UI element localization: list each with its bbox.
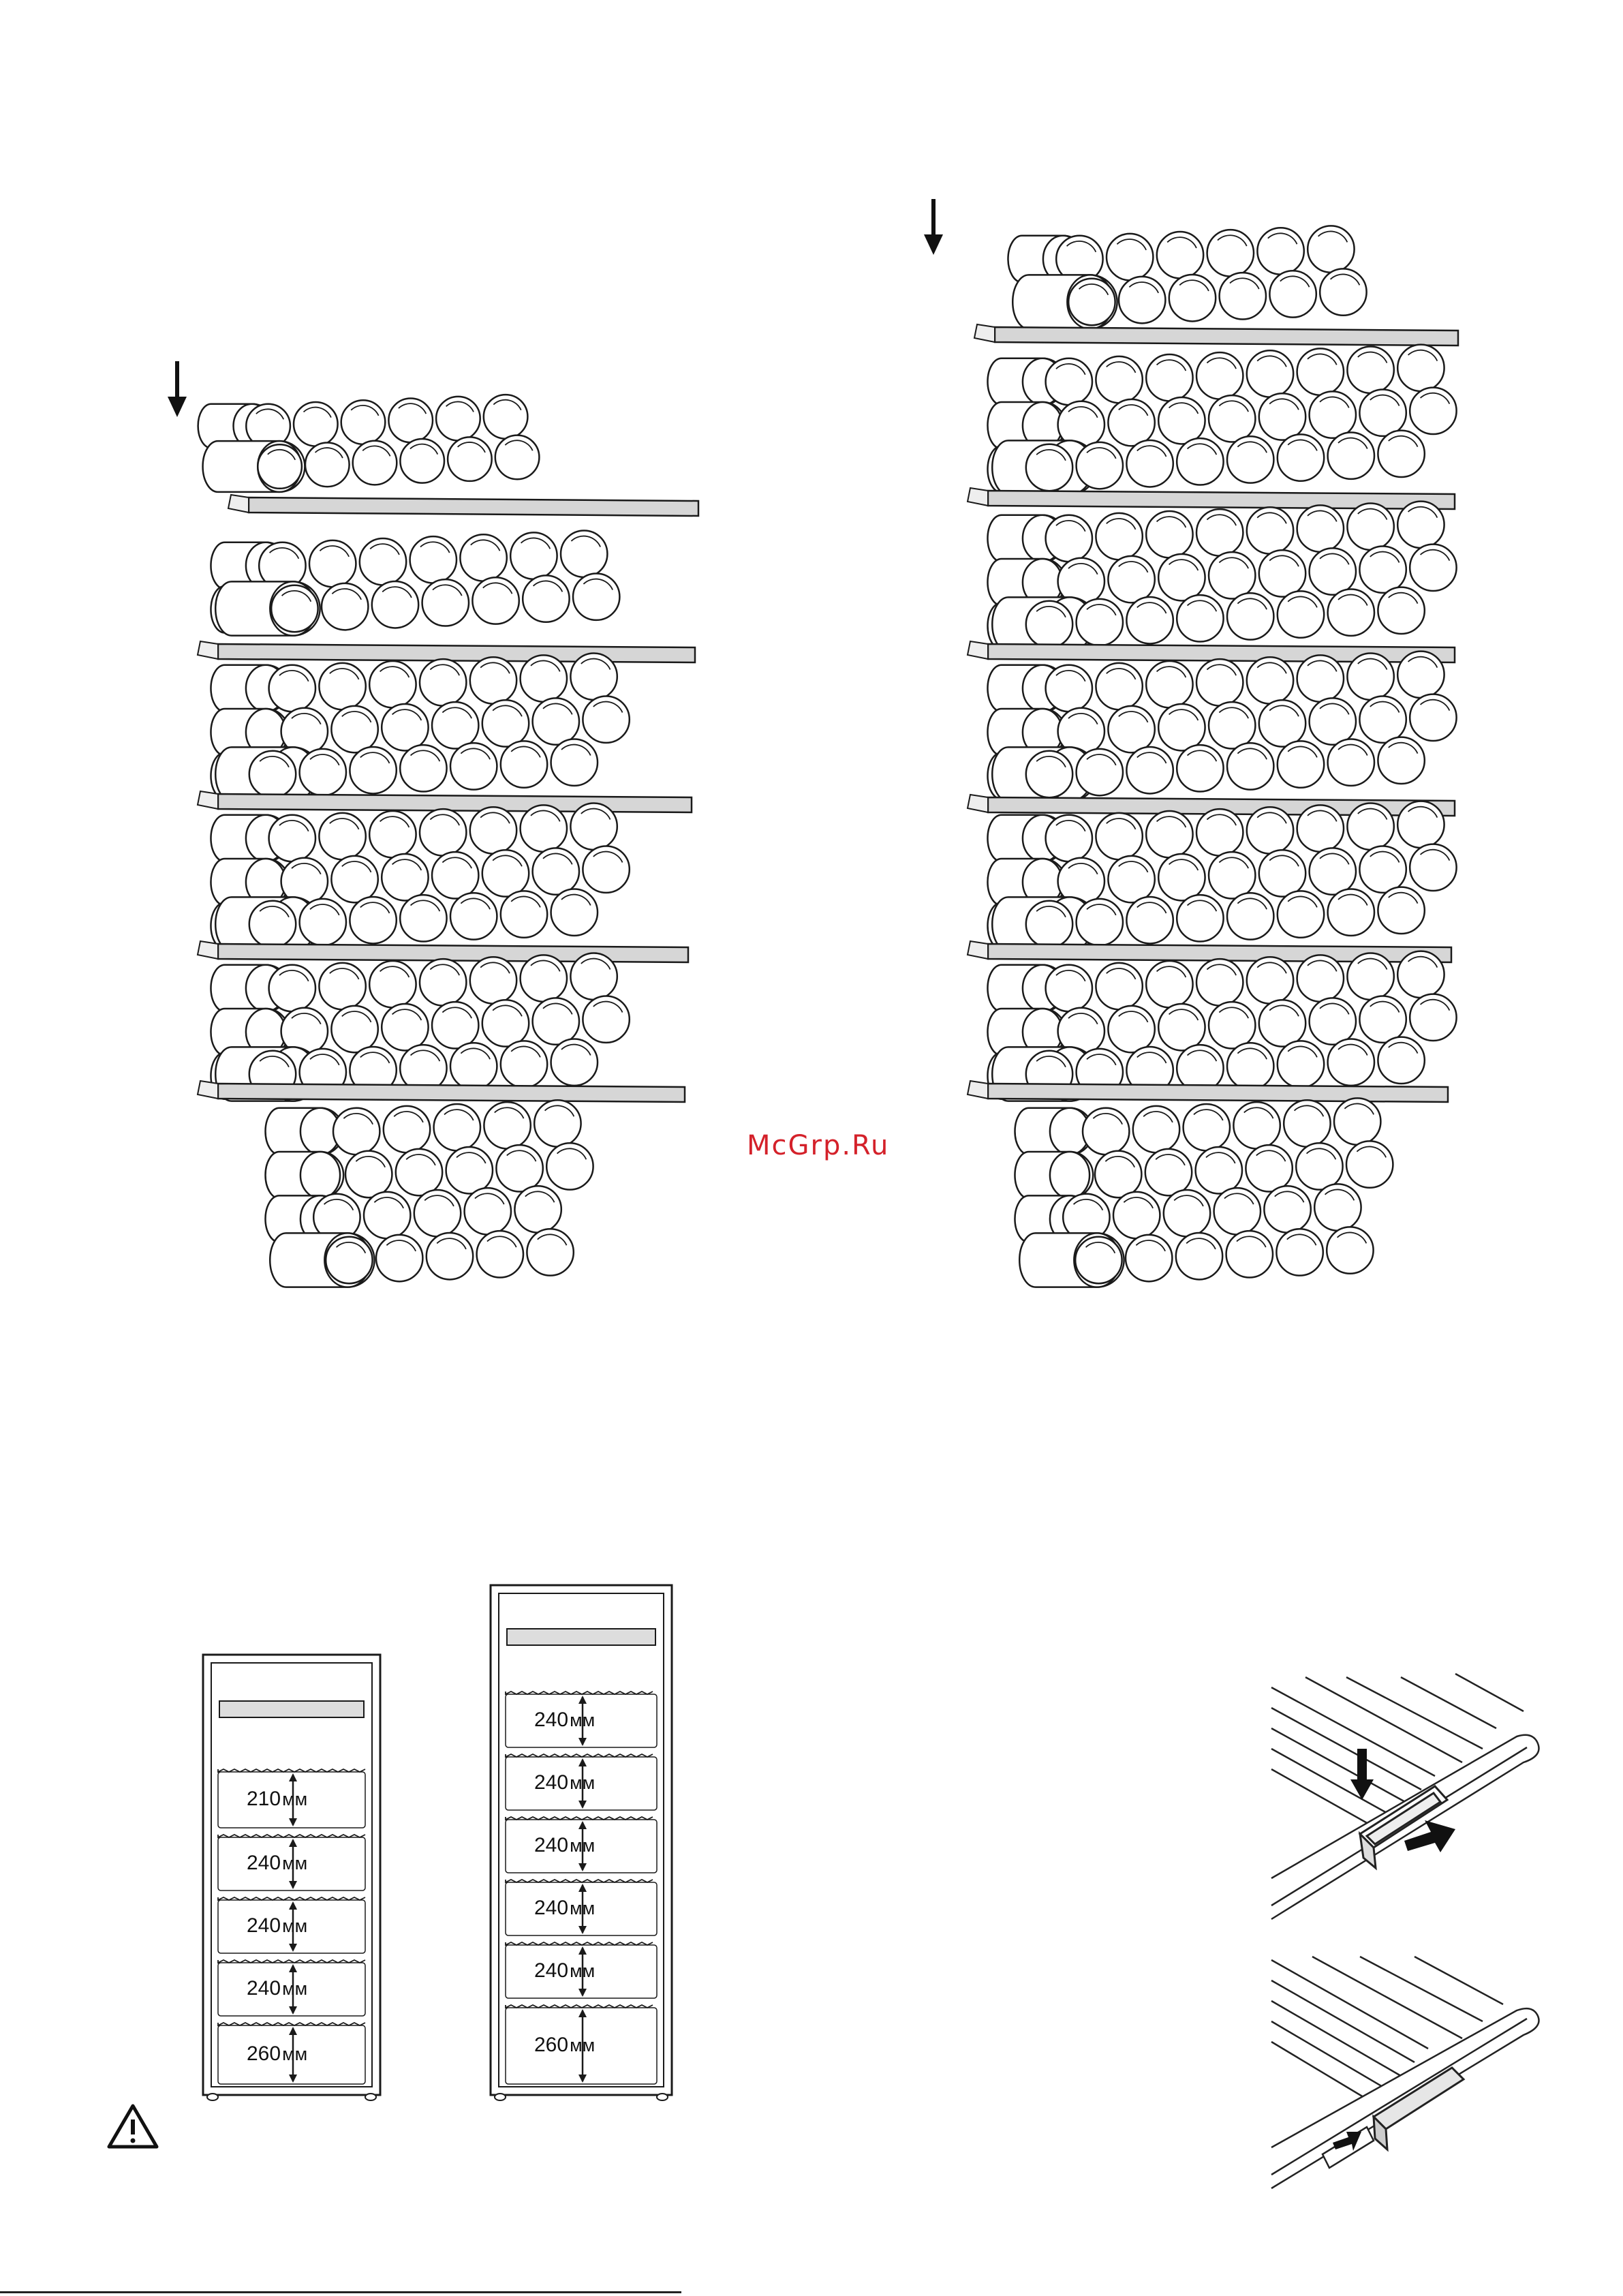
compartment-height-unit: мм	[570, 1773, 595, 1793]
compartment-height-label: 240мм	[534, 1709, 595, 1732]
shelf-clip-detail-slide	[1265, 1953, 1551, 2192]
warning-triangle-icon	[106, 2103, 159, 2149]
compartment-height-label: 260мм	[534, 2034, 595, 2057]
page-bottom-rule	[0, 2291, 681, 2293]
bottle-stack-illustration-left	[198, 395, 722, 1349]
compartment-height-unit: мм	[570, 1710, 595, 1730]
compartment-height-unit: мм	[570, 2035, 595, 2055]
compartment-height-unit: мм	[282, 1789, 307, 1809]
compartment-height-unit: мм	[282, 1978, 307, 1999]
watermark: McGrp.Ru	[747, 1130, 889, 1161]
compartment-height-unit: мм	[282, 1916, 307, 1936]
bottle-stack-illustration-right	[961, 218, 1485, 1343]
compartment-height-unit: мм	[570, 1961, 595, 1981]
compartment-height-unit: мм	[570, 1898, 595, 1918]
compartment-height-value: 240	[247, 1852, 281, 1874]
down-arrow-icon	[920, 199, 947, 257]
compartment-height-value: 240	[534, 1959, 568, 1982]
compartment-height-value: 240	[534, 1709, 568, 1731]
compartment-height-label: 240мм	[247, 1852, 307, 1875]
cabinet-diagram-small	[202, 1653, 382, 2103]
compartment-height-label: 240мм	[247, 1977, 307, 2000]
compartment-height-label: 260мм	[247, 2042, 307, 2066]
compartment-height-label: 240мм	[247, 1914, 307, 1938]
compartment-height-value: 260	[534, 2034, 568, 2056]
compartment-height-unit: мм	[282, 2044, 307, 2064]
compartment-height-label: 240мм	[534, 1834, 595, 1857]
compartment-height-value: 240	[247, 1914, 281, 1937]
compartment-height-value: 210	[247, 1788, 281, 1810]
shelf-clip-detail-attach	[1265, 1674, 1551, 1926]
compartment-height-value: 240	[534, 1834, 568, 1856]
compartment-height-value: 260	[247, 2042, 281, 2065]
compartment-height-unit: мм	[282, 1853, 307, 1873]
compartment-height-label: 240мм	[534, 1771, 595, 1794]
compartment-height-value: 240	[534, 1771, 568, 1794]
compartment-height-label: 210мм	[247, 1788, 307, 1811]
compartment-height-value: 240	[247, 1977, 281, 2000]
compartment-height-label: 240мм	[534, 1959, 595, 1983]
down-arrow-icon	[164, 361, 191, 419]
compartment-height-unit: мм	[570, 1835, 595, 1856]
compartment-height-value: 240	[534, 1897, 568, 1919]
compartment-height-label: 240мм	[534, 1897, 595, 1920]
